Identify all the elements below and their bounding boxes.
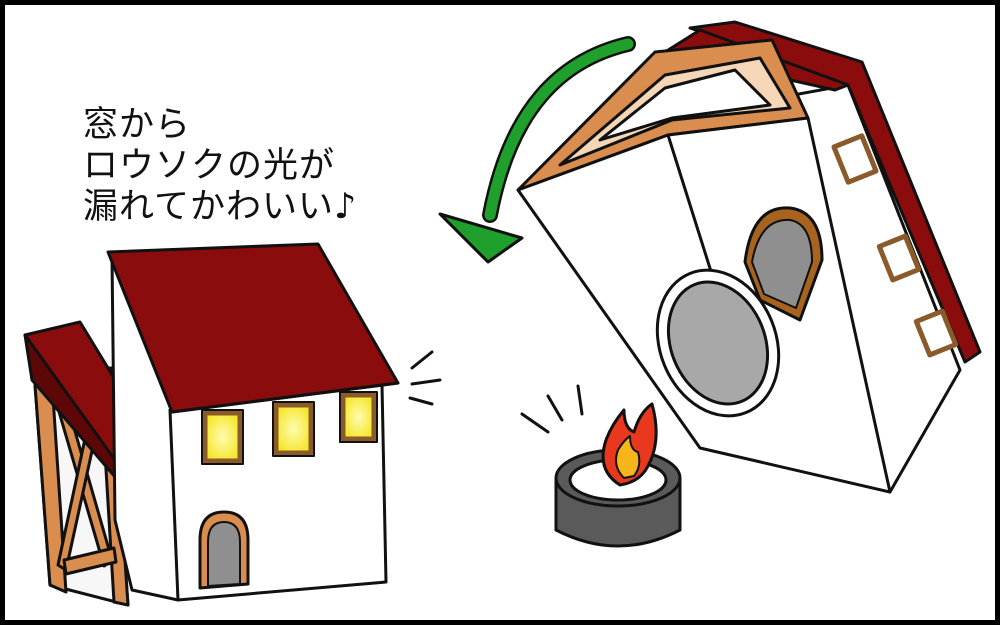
window-1 bbox=[202, 410, 243, 464]
caption-text: 窓から ロウソクの光が 漏れてかわいい♪ bbox=[83, 105, 357, 228]
caption-line-2: ロウソクの光が bbox=[83, 146, 336, 186]
caption-line-1: 窓から bbox=[83, 105, 192, 145]
candle-rays bbox=[520, 384, 584, 434]
curved-arrow-icon bbox=[438, 36, 636, 264]
upright-house bbox=[23, 242, 400, 607]
flame-icon bbox=[601, 402, 658, 487]
window-3 bbox=[340, 392, 377, 442]
caption-line-3: 漏れてかわいい♪ bbox=[83, 187, 358, 227]
light-rays bbox=[408, 350, 442, 406]
tilted-house bbox=[516, 20, 982, 494]
glowing-windows bbox=[202, 392, 377, 464]
window-2 bbox=[273, 402, 314, 456]
tilted-windows bbox=[831, 133, 959, 358]
illustration bbox=[23, 20, 982, 607]
